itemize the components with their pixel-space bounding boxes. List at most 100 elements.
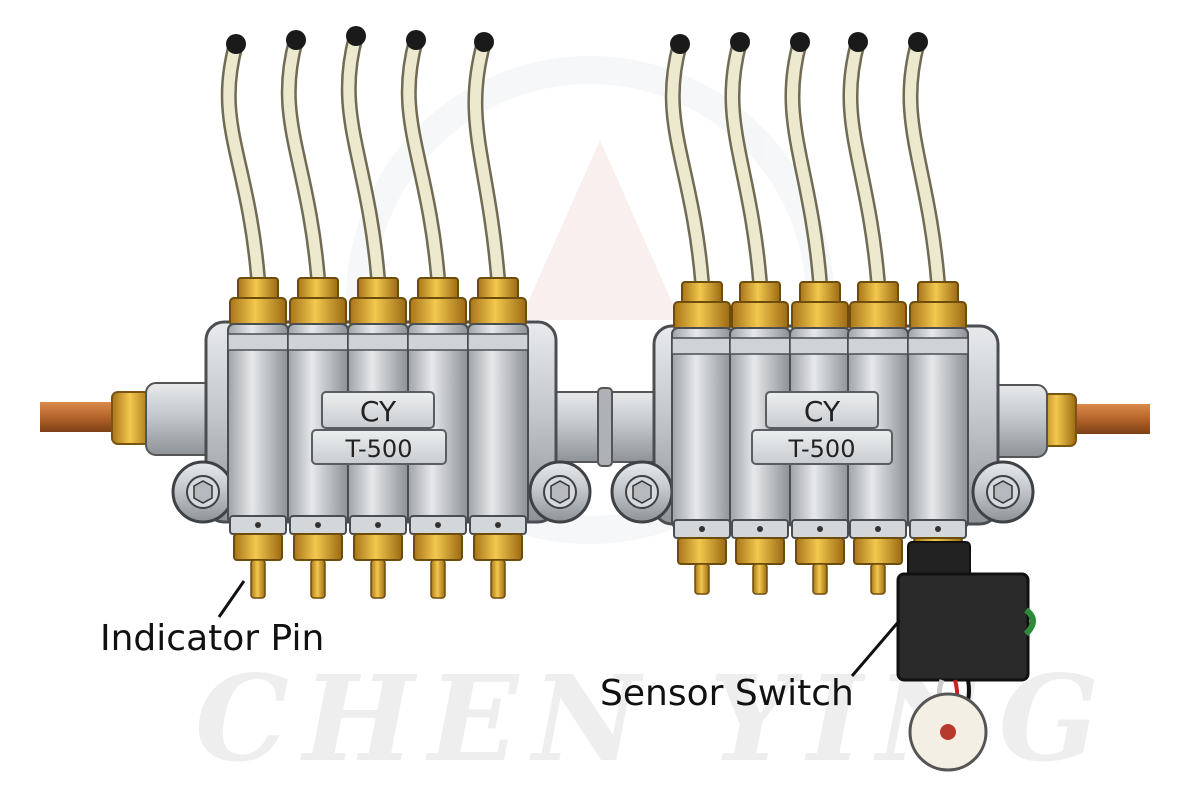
drip-icon [699, 526, 705, 532]
valve-ring [347, 333, 409, 351]
brass-nut [349, 297, 407, 327]
brass-cap [477, 277, 519, 301]
brass-nut [409, 297, 467, 327]
brass-lower-nut [735, 537, 785, 565]
drip-icon [757, 526, 763, 532]
brass-lower-nut [233, 533, 283, 561]
tube-tip-icon [730, 32, 750, 52]
flex-tube-highlight [343, 30, 384, 284]
sensor-switch-label: Sensor Switch [600, 673, 854, 714]
nameplate-model: T-500 [345, 435, 413, 463]
brass-lower-nut [677, 537, 727, 565]
drip-icon [817, 526, 823, 532]
indicator-pin [430, 559, 446, 599]
valve-column [467, 323, 529, 525]
mounting-bolt-icon [610, 460, 674, 524]
flex-tube-highlight [469, 36, 504, 284]
tube-tip-icon [346, 26, 366, 46]
brass-lower-nut [853, 537, 903, 565]
flex-tube-highlight [786, 36, 826, 288]
valve-ring [789, 337, 851, 355]
drip-icon [435, 522, 441, 528]
valve-ring [467, 333, 529, 351]
brass-cap [739, 281, 781, 305]
drip-icon [875, 526, 881, 532]
mounting-bolt-icon [971, 460, 1035, 524]
tube-tip-icon [790, 32, 810, 52]
nameplate-model: T-500 [788, 435, 856, 463]
valve-ring [671, 337, 733, 355]
flex-tube-highlight [403, 34, 444, 284]
indicator-pin-label: Indicator Pin [100, 618, 325, 659]
brass-nut [849, 301, 907, 331]
mounting-bolt-icon [171, 460, 235, 524]
tube-tip-icon [908, 32, 928, 52]
indicator-pin [490, 559, 506, 599]
brass-lower-nut [413, 533, 463, 561]
indicator-pin [370, 559, 386, 599]
nameplate-brand: CY [804, 395, 841, 428]
brass-nut [791, 301, 849, 331]
brass-cap [857, 281, 899, 305]
brass-cap [681, 281, 723, 305]
valve-ring [287, 333, 349, 351]
tube-tip-icon [474, 32, 494, 52]
brass-nut [229, 297, 287, 327]
drip-icon [935, 526, 941, 532]
tube-tip-icon [848, 32, 868, 52]
tube-tip-icon [670, 34, 690, 54]
brass-cap [297, 277, 339, 301]
brass-nut [909, 301, 967, 331]
brass-lower-nut [795, 537, 845, 565]
indicator-pin [694, 563, 710, 595]
flex-tube-highlight [726, 36, 766, 288]
drip-icon [375, 522, 381, 528]
flex-tube-highlight [667, 38, 708, 288]
brass-lower-nut [353, 533, 403, 561]
tube-tip-icon [226, 34, 246, 54]
mounting-bolt-icon [528, 460, 592, 524]
indicator-pin [870, 563, 886, 595]
valve-columns [220, 26, 969, 599]
valve-ring [227, 333, 289, 351]
brass-cap [799, 281, 841, 305]
nameplate-left: CY T-500 [311, 391, 447, 465]
flex-tube-highlight [223, 38, 264, 284]
brass-nut [289, 297, 347, 327]
brass-cap [917, 281, 959, 305]
valve-ring [407, 333, 469, 351]
indicator-pin [310, 559, 326, 599]
drip-icon [495, 522, 501, 528]
valve-column [907, 327, 969, 529]
indicator-pin [812, 563, 828, 595]
valve-column [671, 327, 733, 529]
middle-connector-joint [597, 387, 613, 467]
indicator-pin [752, 563, 768, 595]
brass-cap [417, 277, 459, 301]
nameplate-right: CY T-500 [751, 391, 893, 465]
brass-cap [237, 277, 279, 301]
brass-nut [731, 301, 789, 331]
tube-tip-icon [286, 30, 306, 50]
sensor-switch [896, 541, 1036, 772]
flex-tube-highlight [283, 34, 324, 284]
drip-icon [315, 522, 321, 528]
valve-ring [907, 337, 969, 355]
flex-tube-highlight [904, 36, 944, 288]
nameplate-brand: CY [360, 395, 397, 428]
valve-ring [847, 337, 909, 355]
brass-cap [357, 277, 399, 301]
inlet-pipe-left [40, 402, 120, 432]
valve-column [227, 323, 289, 525]
drip-icon [255, 522, 261, 528]
tube-tip-icon [406, 30, 426, 50]
brass-lower-nut [293, 533, 343, 561]
brass-lower-nut [473, 533, 523, 561]
brass-nut [673, 301, 731, 331]
indicator-pin-leader [217, 580, 246, 618]
brass-nut [469, 297, 527, 327]
indicator-pin [250, 559, 266, 599]
valve-ring [729, 337, 791, 355]
